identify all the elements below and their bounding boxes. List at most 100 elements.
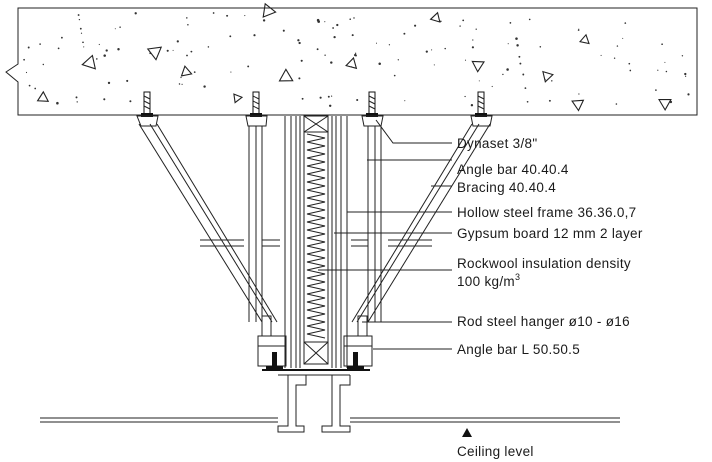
concrete-dot [39, 43, 41, 45]
concrete-dot [403, 32, 406, 35]
concrete-hatch [23, 2, 690, 112]
annotation-labels: Dynaset 3/8" Angle bar 40.40.4 Bracing 4… [457, 136, 643, 459]
concrete-dot [655, 89, 657, 91]
rockwool-insulation [306, 133, 326, 339]
concrete-dot [95, 58, 98, 60]
anchor-2 [250, 91, 262, 117]
concrete-dot [119, 26, 121, 28]
concrete-dot [324, 54, 326, 56]
concrete-dot [615, 103, 618, 105]
label-hollow-frame: Hollow steel frame 36.36.0,7 [457, 205, 637, 220]
concrete-dot [393, 74, 396, 77]
partition-core [284, 115, 348, 368]
concrete-dot [181, 83, 183, 85]
vertical-angle-bars [248, 126, 382, 322]
aggregate-triangle [36, 90, 50, 102]
concrete-dot [57, 47, 60, 50]
bolt-left [266, 352, 283, 370]
concrete-dot [516, 44, 519, 47]
label-ceiling-level: Ceiling level [457, 444, 534, 459]
concrete-dot [664, 61, 666, 63]
concrete-dot [253, 34, 256, 37]
concrete-dot [548, 99, 551, 102]
concrete-dot [316, 18, 320, 22]
concrete-dot [577, 29, 580, 31]
concrete-dot [178, 83, 181, 85]
concrete-dot [23, 58, 25, 61]
concrete-dot [507, 43, 509, 45]
concrete-dot [459, 25, 461, 27]
concrete-dot [491, 85, 493, 88]
aggregate-triangle [278, 68, 294, 82]
concrete-dot [478, 80, 480, 82]
concrete-dot [551, 80, 553, 82]
concrete-dot [98, 43, 100, 46]
concrete-dot [105, 49, 108, 52]
concrete-dot [464, 95, 466, 98]
concrete-dot [332, 27, 334, 29]
label-angle-bar: Angle bar 40.40.4 [457, 162, 569, 177]
concrete-dot [355, 54, 357, 57]
concrete-dot [244, 15, 246, 17]
concrete-dot [328, 104, 332, 108]
concrete-dot [657, 69, 659, 71]
concrete-dot [327, 95, 330, 98]
concrete-dot [186, 54, 188, 57]
concrete-dot [226, 14, 229, 17]
concrete-dot [515, 37, 518, 40]
concrete-dot [471, 46, 474, 49]
concrete-slab [5, 2, 698, 116]
aggregate-triangle [233, 93, 244, 104]
concrete-dot [331, 95, 333, 97]
concrete-dot [207, 46, 210, 48]
concrete-dot [180, 76, 182, 79]
aggregate-triangle [180, 65, 193, 77]
concrete-dot [539, 46, 542, 48]
concrete-dot [76, 101, 78, 103]
concrete-dot [665, 70, 668, 73]
concrete-dot [83, 46, 85, 48]
concrete-dot [107, 81, 111, 85]
concrete-dot [34, 87, 37, 90]
aggregate-triangle [542, 70, 554, 83]
concrete-dot [526, 100, 529, 103]
concrete-dot [42, 63, 45, 66]
concrete-dot [212, 12, 215, 14]
concrete-dot [681, 55, 684, 57]
concrete-dot [319, 96, 322, 99]
concrete-dot [78, 18, 81, 21]
concrete-dot [349, 18, 351, 20]
concrete-dot [439, 20, 442, 23]
anchor-3 [366, 91, 378, 117]
concrete-dot [502, 73, 504, 76]
concrete-dot [684, 72, 687, 76]
concrete-dot [578, 93, 580, 95]
concrete-dot [425, 50, 428, 53]
anchor-1 [141, 91, 153, 117]
aggregate-triangle [658, 98, 672, 112]
concrete-dot [613, 57, 616, 59]
concrete-dot [519, 62, 522, 65]
concrete-dot [464, 59, 467, 61]
concrete-dot [524, 87, 527, 89]
aggregate-triangle [81, 54, 97, 70]
concrete-dot [282, 29, 285, 32]
concrete-dot [333, 35, 336, 39]
aggregate-triangle [345, 56, 358, 70]
concrete-dot [433, 64, 435, 66]
label-rod-hanger: Rod steel hanger ø10 - ø16 [457, 314, 630, 329]
aggregate-triangle [262, 2, 277, 18]
concrete-dot [354, 52, 357, 54]
concrete-dot [229, 35, 232, 38]
concrete-dot [629, 69, 632, 72]
concrete-dot [28, 84, 31, 87]
concrete-dot [82, 41, 84, 44]
aggregate-triangle [571, 99, 585, 112]
concrete-dot [356, 98, 359, 102]
concrete-dot [470, 104, 474, 107]
concrete-dot [475, 28, 477, 30]
aggregate-triangle [578, 33, 590, 45]
concrete-dot [230, 71, 232, 73]
concrete-dot [444, 47, 446, 50]
concrete-dot [297, 39, 300, 42]
